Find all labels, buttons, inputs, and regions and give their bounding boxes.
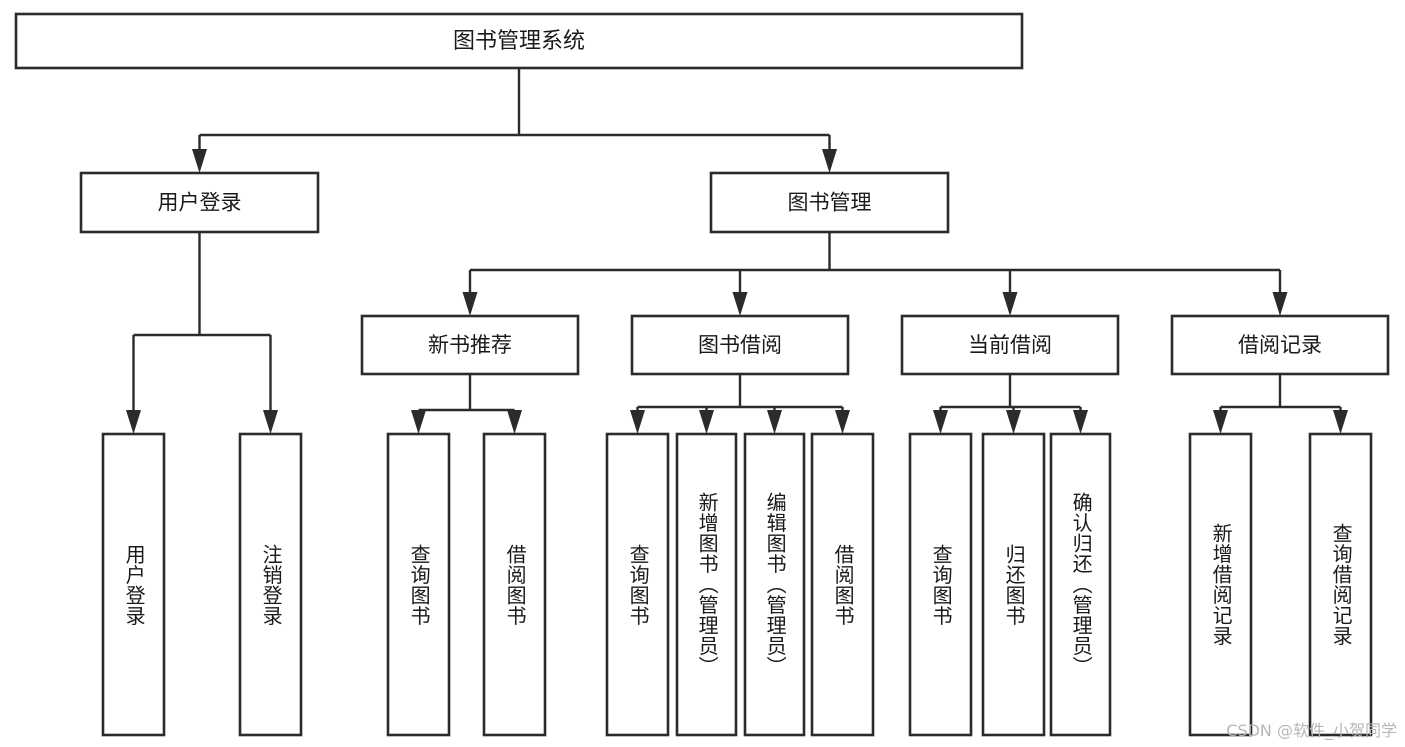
node-box-l2_0[interactable] <box>360 314 580 376</box>
node-label-l1_0: 用户登录 <box>158 191 242 215</box>
node-label-l2_0: 新书推荐 <box>428 333 512 357</box>
edge-layer <box>126 68 1348 434</box>
node-label-l1_1: 图书管理 <box>788 191 872 215</box>
connector-group-l1_1 <box>462 232 1288 316</box>
node-label-root: 图书管理系统 <box>453 29 585 54</box>
node-box-l1_1[interactable] <box>709 171 950 234</box>
node-box-root[interactable] <box>14 12 1024 70</box>
node-box-l3_6[interactable] <box>743 432 806 737</box>
node-label-l2_3: 借阅记录 <box>1238 333 1322 357</box>
node-box-l3_12[interactable] <box>1308 432 1373 737</box>
node-box-l3_11[interactable] <box>1188 432 1253 737</box>
connector-group-l2_0 <box>411 374 522 434</box>
node-box-l1_0[interactable] <box>79 171 320 234</box>
node-box-l3_0[interactable] <box>101 432 166 737</box>
node-box-l3_4[interactable] <box>605 432 670 737</box>
node-label-l2_1: 图书借阅 <box>698 333 782 357</box>
node-box-l3_2[interactable] <box>386 432 451 737</box>
connector-group-l2_1 <box>630 374 850 434</box>
node-box-l3_5[interactable] <box>675 432 738 737</box>
node-box-l2_2[interactable] <box>900 314 1120 376</box>
node-box-l3_1[interactable] <box>238 432 303 737</box>
connector-group-l2_3 <box>1213 374 1348 434</box>
node-box-l2_1[interactable] <box>630 314 850 376</box>
node-box-l2_3[interactable] <box>1170 314 1390 376</box>
node-box-l3_10[interactable] <box>1049 432 1112 737</box>
node-box-l3_8[interactable] <box>908 432 973 737</box>
node-box-l3_9[interactable] <box>981 432 1046 737</box>
node-box-l3_7[interactable] <box>810 432 875 737</box>
node-label-l2_2: 当前借阅 <box>968 333 1052 357</box>
connector-group-root <box>192 68 837 173</box>
node-box-l3_3[interactable] <box>482 432 547 737</box>
connector-group-l2_2 <box>933 374 1088 434</box>
connector-group-l1_0 <box>126 232 278 434</box>
